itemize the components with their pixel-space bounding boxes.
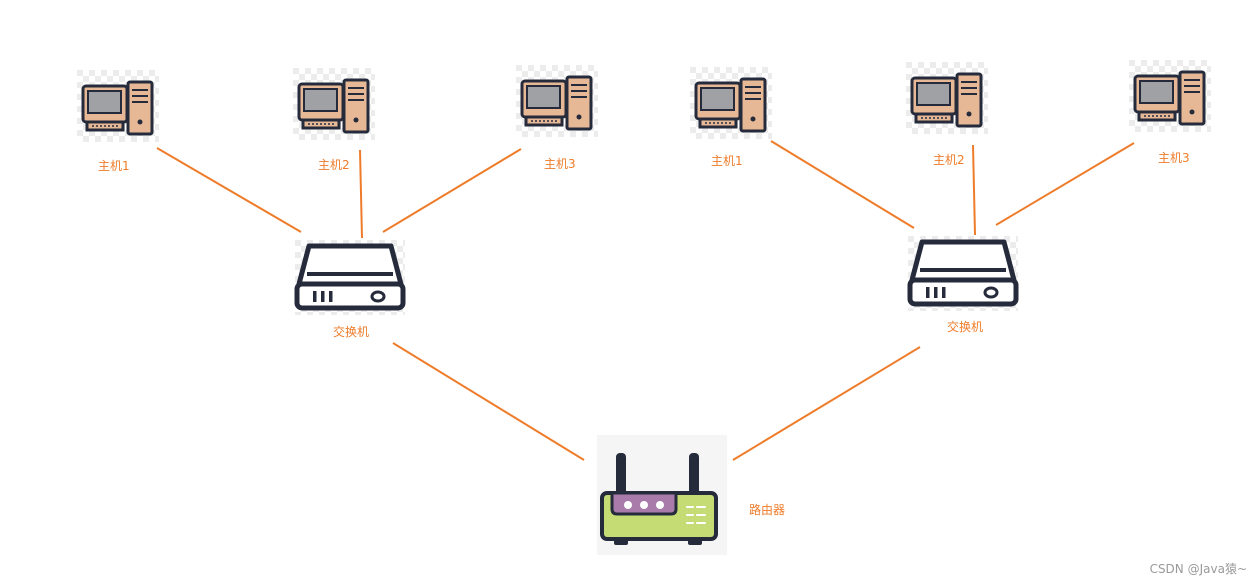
group-1-host-2 [293, 68, 375, 140]
group-2-host-3 [1129, 60, 1211, 132]
group-2-host-2-label: 主机2 [933, 153, 965, 167]
group-1-switch-label: 交换机 [333, 325, 370, 339]
wifi-router-icon [600, 453, 718, 545]
desktop-computer-icon [293, 68, 375, 140]
links [156, 140, 1135, 461]
group-1-host-2-label: 主机2 [318, 158, 350, 172]
group-2-switch-label: 交换机 [947, 320, 984, 334]
group-1-host-3-label: 主机3 [544, 157, 576, 171]
network-switch-icon [294, 240, 406, 315]
router-label: 路由器 [749, 503, 786, 517]
desktop-computer-icon [77, 70, 159, 142]
network-switch-icon [907, 236, 1019, 311]
desktop-computer-icon [690, 67, 772, 139]
desktop-computer-icon [1129, 60, 1211, 132]
router [597, 435, 727, 555]
link-g1-host3-switch [382, 148, 522, 233]
link-g1-host1-switch [156, 147, 302, 233]
group-1-host-1 [77, 70, 159, 142]
group-2-host-3-label: 主机3 [1158, 151, 1190, 165]
link-g1-host2-switch [359, 149, 363, 239]
group-2-host-1-label: 主机1 [711, 154, 743, 168]
desktop-computer-icon [906, 62, 988, 134]
link-g2-host1-switch [770, 140, 915, 229]
desktop-computer-icon [516, 65, 598, 137]
watermark: CSDN @Java猿~ [1149, 562, 1247, 576]
link-g2-host2-switch [972, 144, 976, 236]
link-switch2-router [732, 346, 921, 461]
group-1-host-3 [516, 65, 598, 137]
link-switch1-router [392, 342, 585, 461]
group-2-host-2 [906, 62, 988, 134]
group-2-switch [907, 236, 1019, 311]
link-g2-host3-switch [995, 142, 1135, 226]
group-1-host-1-label: 主机1 [98, 159, 130, 173]
group-1-switch [294, 240, 406, 315]
group-2-host-1 [690, 67, 772, 139]
